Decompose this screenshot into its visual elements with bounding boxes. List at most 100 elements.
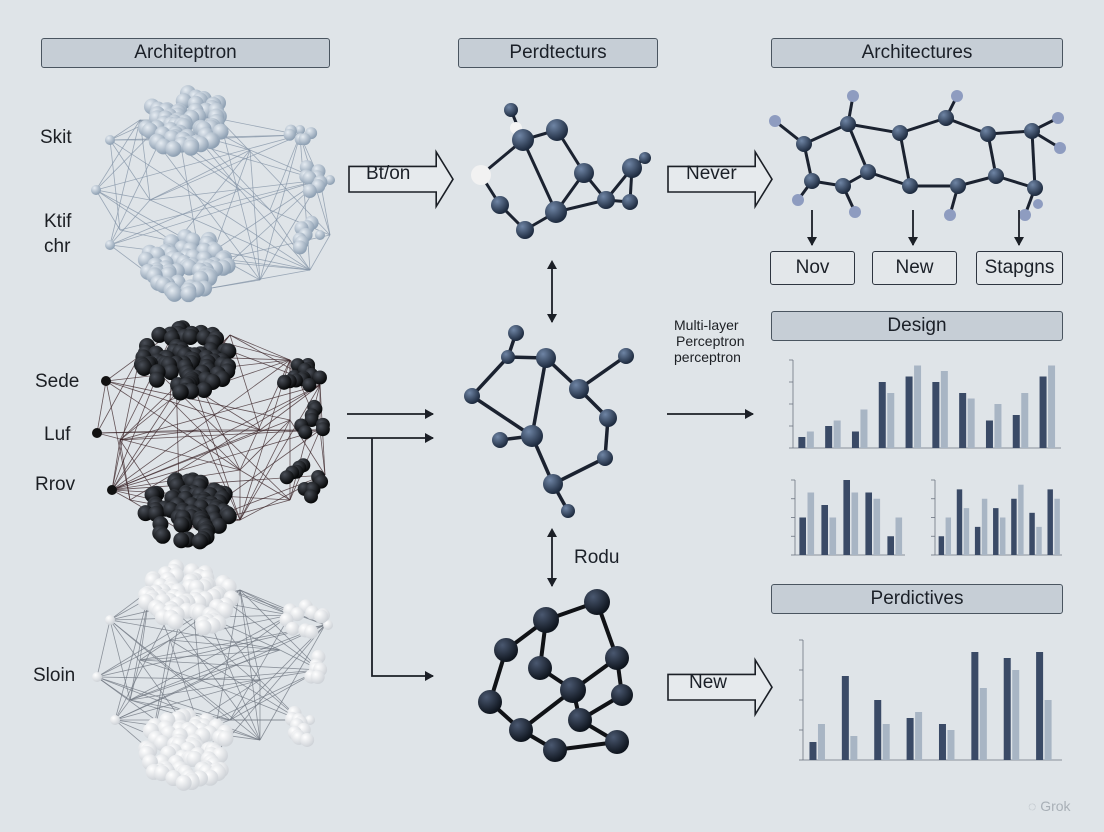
network-node xyxy=(110,715,120,725)
atom xyxy=(599,409,617,427)
network-edge xyxy=(239,419,291,521)
network-node xyxy=(323,620,333,630)
network-edge xyxy=(229,614,291,721)
bar xyxy=(1044,700,1052,760)
network-edge xyxy=(239,589,291,616)
atom xyxy=(622,158,642,178)
output-box-stapgns: Stapgns xyxy=(976,251,1063,285)
network-edge xyxy=(239,589,261,681)
cluster-node xyxy=(277,375,292,390)
atom xyxy=(1033,199,1043,209)
network-node xyxy=(101,376,111,386)
bar xyxy=(850,736,858,760)
cluster-node xyxy=(217,730,234,747)
node-cluster xyxy=(283,124,318,146)
atom xyxy=(471,165,491,185)
atom xyxy=(639,152,651,164)
node-cluster xyxy=(285,706,315,747)
node-cluster xyxy=(277,357,327,393)
bar xyxy=(971,652,979,760)
bar xyxy=(878,382,886,448)
bar xyxy=(1036,526,1042,555)
network-edge xyxy=(119,439,131,501)
bar-chart-2 xyxy=(791,479,905,556)
atom xyxy=(605,730,629,754)
node-cluster xyxy=(299,160,328,199)
atom xyxy=(574,163,594,183)
network-edge xyxy=(111,439,121,491)
network-edge xyxy=(239,419,291,471)
panel-design-text: Design xyxy=(887,315,947,336)
bar xyxy=(914,365,922,448)
network-node xyxy=(295,125,305,135)
header-perdtecturs: Perdtecturs xyxy=(458,38,658,68)
cluster-node xyxy=(304,412,319,427)
atom xyxy=(597,191,615,209)
node-cluster xyxy=(138,85,229,157)
cluster-node xyxy=(302,184,317,199)
network-edge xyxy=(119,179,321,231)
cluster-node xyxy=(136,359,153,376)
atom xyxy=(491,196,509,214)
atom xyxy=(509,718,533,742)
bar xyxy=(1012,670,1020,760)
arrow-new xyxy=(667,657,773,718)
network-edge xyxy=(239,469,291,501)
bar xyxy=(1047,489,1053,555)
bar xyxy=(895,517,903,555)
bar xyxy=(887,536,894,555)
atom xyxy=(840,116,856,132)
network-edge xyxy=(119,429,201,441)
network-edge xyxy=(239,589,261,741)
atom xyxy=(508,325,524,341)
atom xyxy=(568,708,592,732)
connector-vertical xyxy=(371,438,434,681)
bar xyxy=(1021,393,1029,448)
atom xyxy=(938,110,954,126)
node-cluster xyxy=(137,229,236,303)
network-edge xyxy=(149,179,321,201)
cluster-node xyxy=(304,624,319,639)
network-edge xyxy=(129,624,326,701)
bar xyxy=(906,718,914,760)
bar xyxy=(956,489,963,555)
network-edge xyxy=(105,380,131,501)
bar xyxy=(1018,484,1024,555)
network-edge xyxy=(129,384,321,501)
atom xyxy=(512,129,534,151)
atom xyxy=(892,125,908,141)
bar xyxy=(1039,376,1047,448)
network-edge xyxy=(319,429,326,476)
network-edge xyxy=(149,134,301,201)
arrow-never xyxy=(667,149,773,210)
network-edge xyxy=(199,614,291,681)
bar xyxy=(809,742,817,760)
cluster-node xyxy=(315,422,330,437)
atom xyxy=(622,194,638,210)
node-cluster xyxy=(137,472,237,550)
node-cluster xyxy=(294,399,330,440)
bar xyxy=(993,508,999,555)
network-edge xyxy=(111,399,171,491)
atom xyxy=(528,656,552,680)
network-edge xyxy=(299,134,311,271)
output-box-nov-text: Nov xyxy=(795,257,830,278)
arrow-label-never: Never xyxy=(686,163,737,184)
network-edge xyxy=(96,676,261,741)
network-edge xyxy=(111,359,291,491)
atom xyxy=(516,221,534,239)
network-edge xyxy=(96,429,321,434)
bar-charts xyxy=(789,359,1062,761)
network-edge xyxy=(169,614,291,641)
watermark-text: Grok xyxy=(1040,798,1071,814)
atom xyxy=(792,194,804,206)
cluster-node xyxy=(279,470,294,485)
atom xyxy=(536,348,556,368)
network-edge xyxy=(239,384,321,521)
atom xyxy=(951,90,963,102)
atom xyxy=(464,388,480,404)
atom xyxy=(561,504,575,518)
bar xyxy=(985,420,993,448)
network-node xyxy=(325,175,335,185)
node-cluster xyxy=(279,458,329,504)
